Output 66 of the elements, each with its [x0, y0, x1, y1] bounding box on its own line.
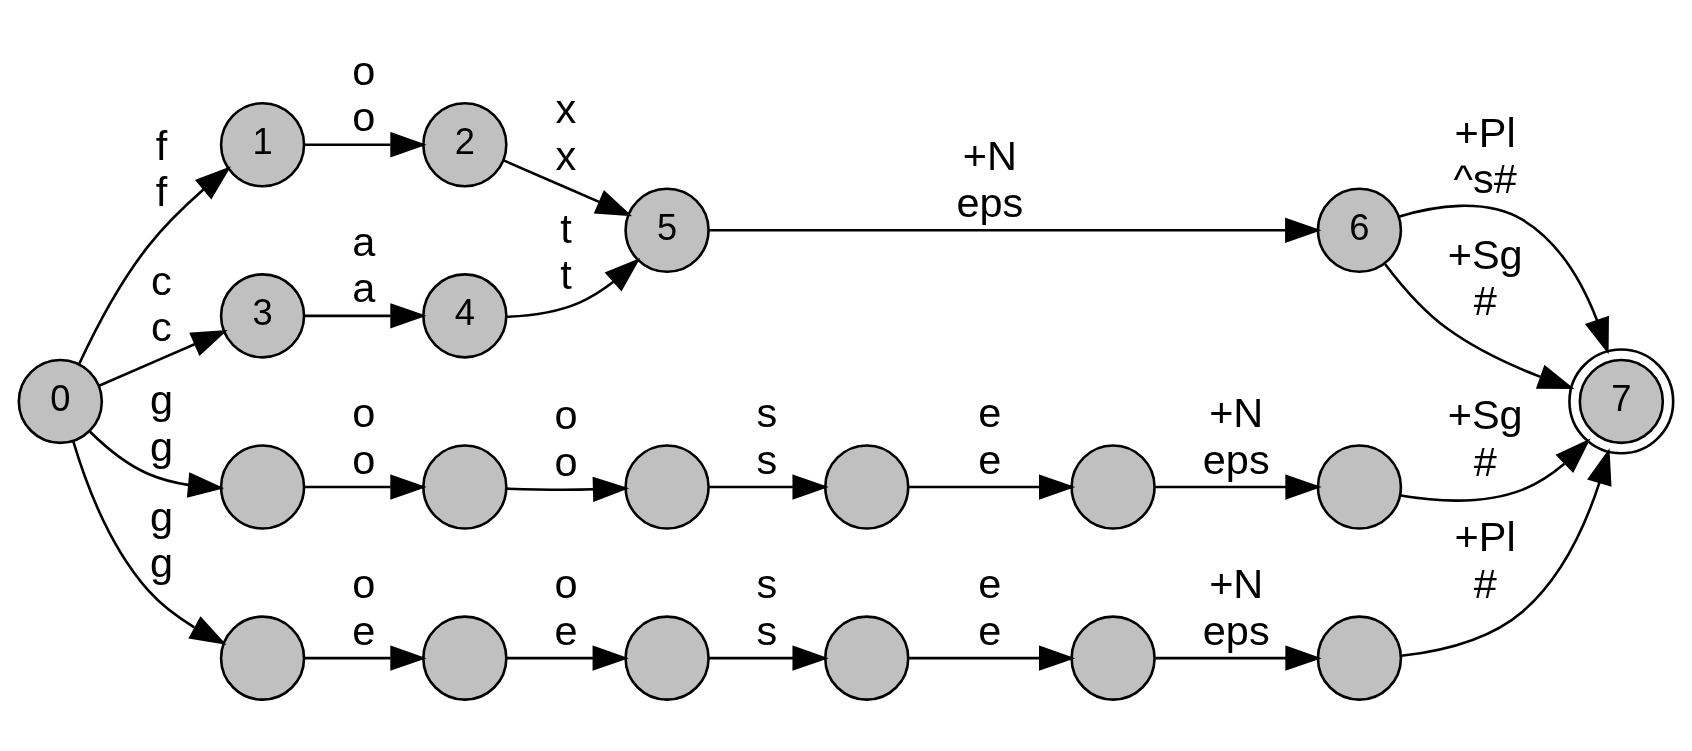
edge-label: +N eps — [1202, 388, 1270, 483]
node-circle — [823, 615, 910, 701]
edge-label: g g — [149, 492, 173, 587]
arrow — [304, 132, 427, 158]
node-circle: 4 — [422, 273, 508, 359]
arrow — [72, 441, 227, 645]
arrow — [304, 645, 427, 671]
node-circle — [1070, 444, 1156, 530]
arrow — [507, 258, 641, 319]
edge-label: +Sg # — [1447, 391, 1523, 486]
arrow — [1398, 204, 1609, 355]
arrow — [503, 159, 633, 217]
edge-label: o o — [352, 46, 376, 141]
node-circle — [1316, 444, 1403, 530]
arrow — [1400, 438, 1591, 502]
arrow — [98, 329, 228, 387]
arrow — [909, 645, 1076, 671]
arrow — [506, 476, 630, 503]
edge-label: +Sg # — [1447, 230, 1523, 325]
node-circle — [823, 444, 910, 530]
node-circle — [1316, 615, 1403, 701]
node-circle — [624, 444, 710, 530]
edge-label: a a — [352, 217, 376, 312]
node-circle: 3 — [219, 273, 306, 359]
node-circle: 0 — [17, 358, 104, 445]
arrow — [909, 474, 1076, 500]
edge-label: x x — [555, 85, 577, 180]
arrow — [709, 474, 829, 500]
arrow — [304, 303, 427, 329]
node-circle — [422, 615, 508, 701]
arrow — [89, 430, 225, 498]
arrow — [506, 645, 629, 671]
edge-label: t t — [560, 204, 572, 299]
arrow — [304, 474, 427, 500]
edge-label: s s — [756, 388, 778, 483]
edge-label: f f — [155, 121, 168, 216]
node-circle — [422, 444, 508, 530]
node-circle — [1070, 615, 1156, 701]
node-circle: 1 — [219, 101, 306, 188]
arrow — [78, 166, 232, 365]
edge-label: s s — [756, 559, 778, 654]
edge-label: +Pl ^s# — [1453, 108, 1517, 203]
edge-label: e e — [978, 388, 1002, 483]
arrow — [709, 645, 829, 671]
arrow — [1155, 474, 1322, 500]
edge-label: e e — [978, 559, 1002, 654]
edge-label: c c — [151, 256, 172, 351]
edge-label: o o — [554, 391, 578, 486]
node-circle: 5 — [624, 187, 710, 274]
edge-label: +Pl # — [1454, 513, 1516, 607]
node-circle — [219, 615, 306, 701]
arrow — [1401, 448, 1612, 658]
edge-label: +N eps — [1202, 559, 1270, 654]
edge-label: o o — [352, 388, 376, 483]
edge-label: o e — [554, 559, 578, 654]
arrow — [1155, 645, 1322, 671]
node-circle — [624, 615, 710, 701]
node-circle: 6 — [1316, 187, 1403, 274]
arrow — [708, 217, 1322, 243]
node-circle: 7 — [1568, 348, 1675, 455]
edge-label: +N eps — [956, 132, 1024, 226]
edge-label: o e — [352, 559, 376, 654]
node-circle: 2 — [422, 101, 508, 188]
arrow — [1384, 263, 1575, 389]
node-circle — [219, 444, 306, 530]
edge-label: g g — [149, 375, 173, 470]
